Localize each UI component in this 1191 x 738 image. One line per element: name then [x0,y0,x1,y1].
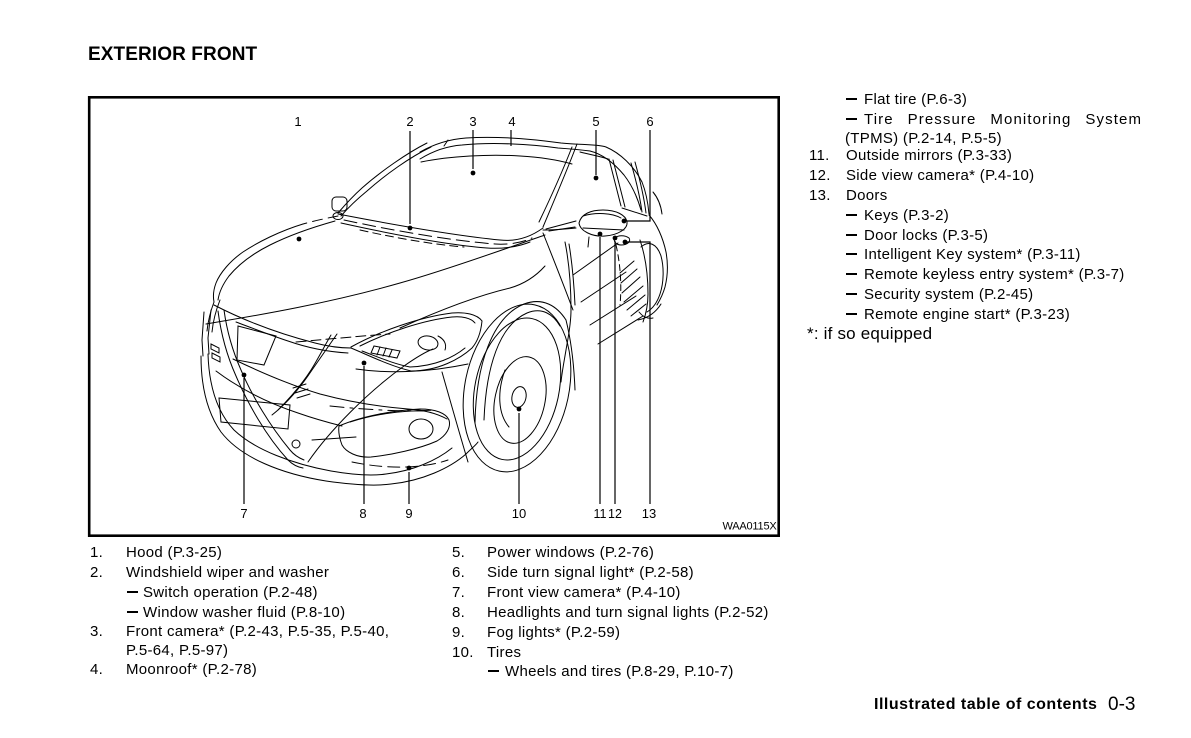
svg-text:4: 4 [508,114,515,129]
svg-text:11: 11 [594,507,607,521]
svg-text:10: 10 [512,506,526,521]
svg-text:3: 3 [469,114,476,129]
svg-text:5: 5 [592,114,599,129]
svg-text:13: 13 [642,506,656,521]
svg-text:2: 2 [406,114,413,129]
svg-text:8: 8 [359,506,366,521]
svg-text:6: 6 [646,114,653,129]
svg-text:7: 7 [240,506,247,521]
svg-text:12: 12 [608,507,622,521]
svg-text:1: 1 [294,114,301,129]
svg-text:WAA0115X: WAA0115X [722,521,777,533]
svg-text:9: 9 [405,506,412,521]
